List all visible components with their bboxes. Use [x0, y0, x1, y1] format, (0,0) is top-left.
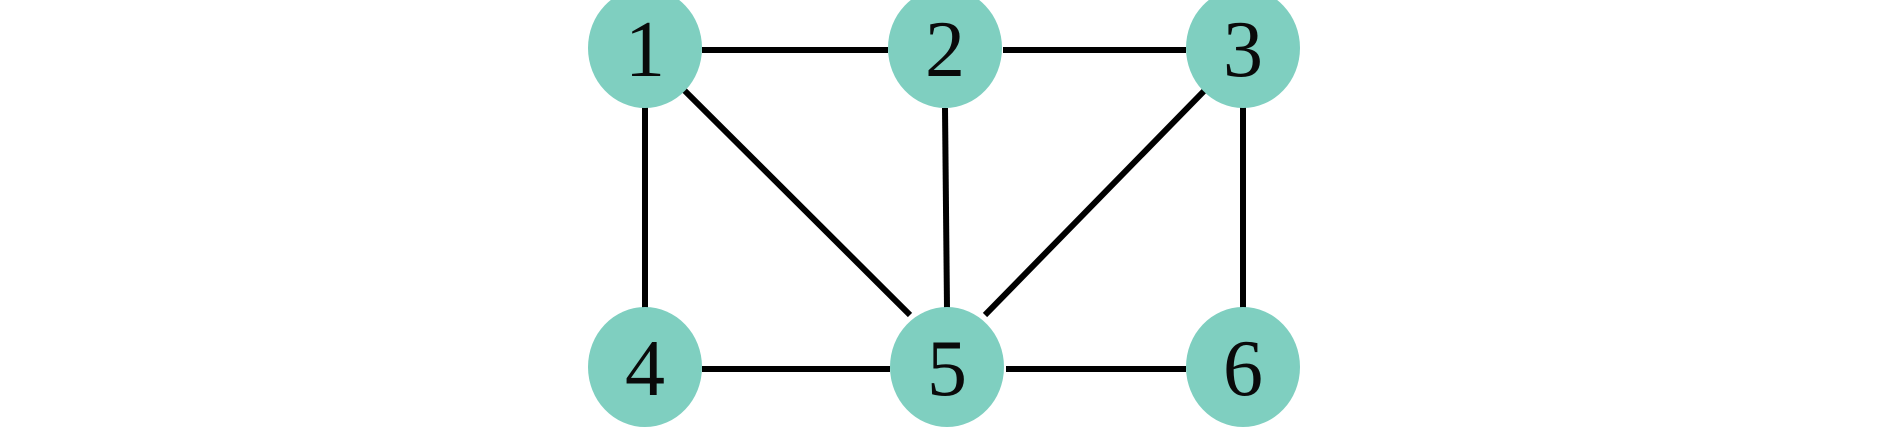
graph-node-6[interactable]: 6: [1186, 307, 1300, 427]
graph-node-label-6: 6: [1223, 325, 1263, 413]
graph-node-label-3: 3: [1223, 6, 1263, 94]
graph-node-label-5: 5: [927, 325, 967, 413]
graph-edge-1-5: [681, 87, 913, 318]
graph-edge-3-5: [982, 87, 1208, 318]
graph-node-circle-3: [1186, 0, 1300, 108]
graph-node-label-2: 2: [925, 6, 965, 94]
graph-node-circle-4: [588, 307, 702, 427]
graph-node-label-1: 1: [625, 6, 665, 94]
graph-node-1[interactable]: 1: [588, 0, 702, 108]
nodes-layer: 1 2 3 4 5 6: [588, 0, 1300, 427]
edges-layer: [642, 47, 1246, 372]
graph-node-circle-2: [888, 0, 1002, 108]
graph-node-circle-1: [588, 0, 702, 108]
graph-node-label-4: 4: [625, 325, 665, 413]
graph-node-4[interactable]: 4: [588, 307, 702, 427]
graph-node-circle-5: [890, 307, 1004, 427]
graph-edge-2-5: [942, 107, 950, 309]
graph-node-5[interactable]: 5: [890, 307, 1004, 427]
graph-node-2[interactable]: 2: [888, 0, 1002, 108]
graph-node-circle-6: [1186, 307, 1300, 427]
graph-node-3[interactable]: 3: [1186, 0, 1300, 108]
